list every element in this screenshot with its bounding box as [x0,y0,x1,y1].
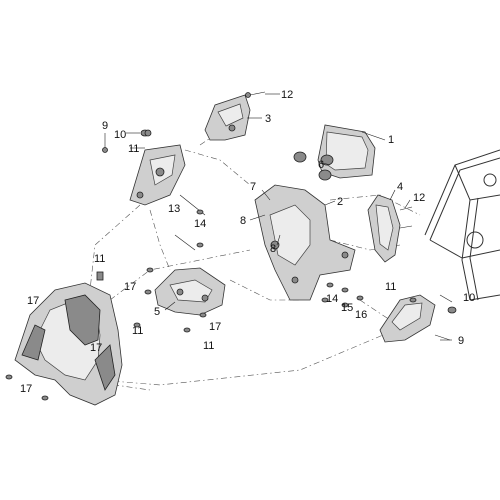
callout-12-right: 12 [413,192,425,204]
callout-1: 1 [388,134,394,146]
callout-13: 13 [168,203,180,215]
front-fairing-part-17 [14,282,123,406]
callout-11-d: 11 [203,340,214,352]
callout-9-right: 9 [458,335,464,347]
callout-17-b: 17 [124,281,136,293]
side-bracket-part-4 [367,194,401,263]
lower-right-bracket [379,294,436,343]
callout-11-e: 11 [385,281,396,293]
callout-17-a: 17 [27,295,39,307]
callout-8-lower: 8 [270,243,276,255]
callout-15: 15 [341,302,353,314]
callout-4: 4 [397,181,403,193]
callout-11-a: 11 [128,143,139,155]
callout-17-d: 17 [90,342,102,354]
callout-17-e: 17 [20,383,32,395]
callout-16: 16 [355,309,367,321]
instrument-cluster-part-1 [293,124,376,181]
callout-14-left: 14 [194,218,206,230]
headlight-support-part-2 [254,184,356,301]
callout-leaders [126,93,453,341]
callout-14-right: 14 [326,293,338,305]
callout-10-left: 10 [114,129,126,141]
callout-5: 5 [154,306,160,318]
callout-9-left: 9 [102,120,108,132]
callout-10-right: 10 [463,292,475,304]
callout-17-c: 17 [209,321,221,333]
callout-7: 7 [250,181,256,193]
upper-bracket-part-3 [204,94,251,141]
callout-8-upper: 8 [240,215,246,227]
bracket-part-5 [154,267,226,316]
callout-3: 3 [265,113,271,125]
callout-12-top: 12 [281,89,293,101]
callout-6: 6 [318,159,324,171]
callout-2: 2 [337,196,343,208]
motorcycle-frame [424,149,500,301]
callout-11-b: 11 [94,253,105,265]
callout-labels: 1 2 3 4 5 6 7 8 8 9 9 10 10 11 11 11 11 … [20,89,475,395]
callout-11-c: 11 [132,325,143,337]
fasteners [5,91,457,401]
left-bracket [129,129,186,206]
